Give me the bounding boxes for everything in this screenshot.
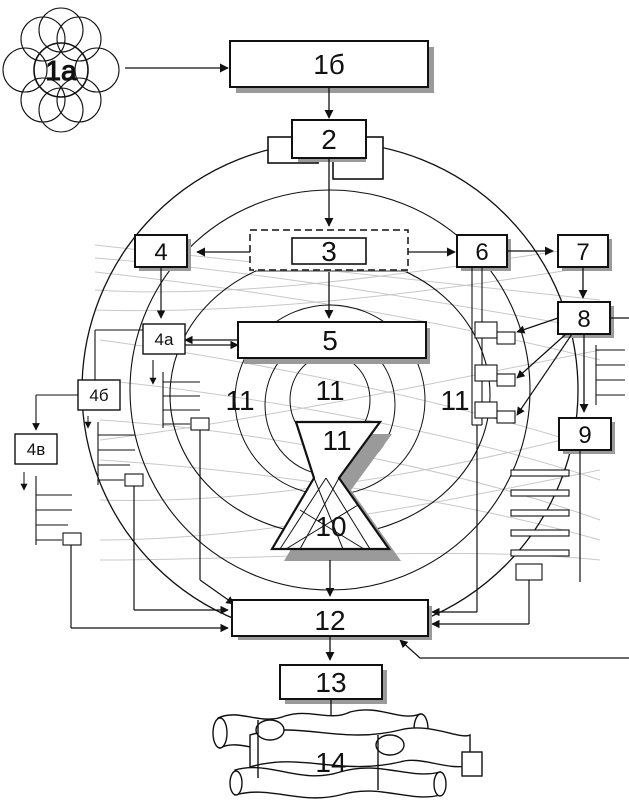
node-14-label: 14 — [315, 747, 346, 778]
node-7: 7 — [557, 234, 612, 271]
node-10-11-hourglass: 11 10 — [270, 420, 401, 561]
node-5: 5 — [237, 321, 430, 364]
node-2: 2 — [267, 119, 384, 180]
node-6-label: 6 — [475, 239, 488, 266]
node-4a-comb — [152, 360, 210, 431]
node-8-label: 8 — [577, 306, 590, 333]
node-12-label: 12 — [314, 605, 345, 636]
node-4a-label: 4а — [155, 330, 174, 349]
node-3: 3 — [249, 229, 409, 272]
node-4b: 4б — [77, 379, 121, 411]
node-11-center-label: 11 — [315, 375, 344, 406]
node-1b: 1б — [229, 40, 434, 93]
node-14-scroll: 14 — [212, 709, 483, 799]
node-7-label: 7 — [576, 239, 589, 266]
node-4-label: 4 — [154, 239, 167, 266]
node-10-label: 10 — [315, 511, 346, 542]
node-4b-comb — [97, 422, 144, 487]
node-9-bars — [510, 469, 570, 581]
node-1a-label: 1а — [45, 55, 77, 86]
node-9: 9 — [558, 417, 615, 454]
node-12: 12 — [231, 599, 432, 640]
node-4a: 4а — [142, 323, 186, 355]
node-11-cone-label: 11 — [322, 425, 351, 456]
node-5-label: 5 — [322, 325, 338, 356]
node-1b-label: 1б — [313, 49, 345, 80]
node-4v-label: 4в — [27, 440, 46, 459]
node-6: 6 — [456, 234, 511, 271]
node-4v-comb — [35, 476, 82, 546]
node-13: 13 — [279, 664, 387, 704]
node-4v: 4в — [14, 433, 58, 465]
node-3-label: 3 — [321, 236, 337, 267]
node-9-label: 9 — [578, 422, 591, 449]
node-13-label: 13 — [315, 667, 346, 698]
node-2-label: 2 — [321, 124, 337, 155]
node-11-left-label: 11 — [225, 385, 254, 416]
node-11-right-label: 11 — [440, 385, 469, 416]
node-8: 8 — [557, 301, 614, 338]
node-8-comb — [595, 345, 625, 405]
node-4b-label: 4б — [89, 386, 108, 405]
node-4: 4 — [134, 234, 191, 271]
node-6-comb — [471, 267, 516, 426]
node-1a: 1а — [2, 7, 120, 133]
